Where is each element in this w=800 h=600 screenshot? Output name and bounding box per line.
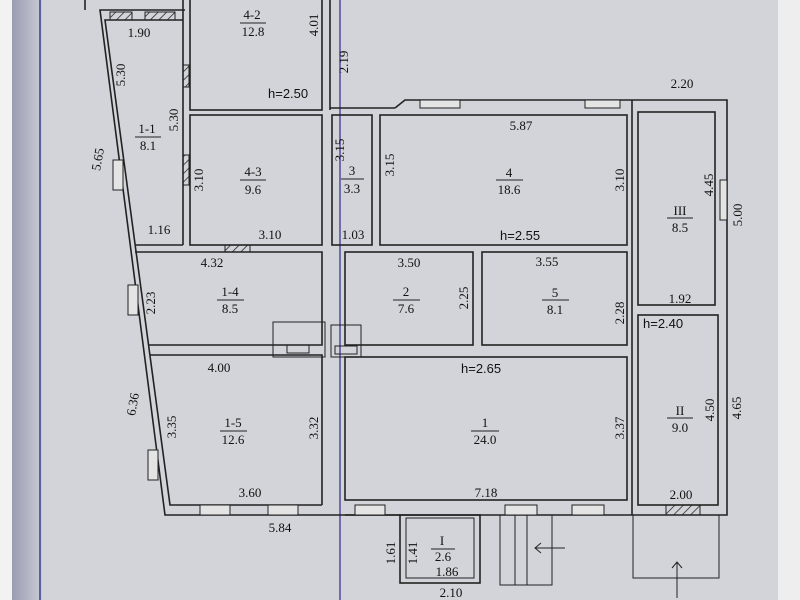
room-1-4: 1-48.5 [217, 284, 244, 316]
label: 7.18 [475, 485, 498, 500]
room-1-1: 1-18.1 [135, 121, 161, 153]
label: 18.6 [498, 182, 521, 197]
room-II: II 9.0 [667, 403, 693, 435]
label: h=2.40 [643, 316, 683, 331]
label: h=2.55 [500, 228, 540, 243]
label: 2.00 [670, 487, 693, 502]
label: 3.55 [536, 254, 559, 269]
label: 4.65 [729, 397, 744, 420]
label: 1.92 [669, 291, 692, 306]
label: 9.6 [245, 182, 262, 197]
label: 5.65 [88, 147, 107, 172]
entrance-arrows [534, 542, 683, 598]
label: 5.30 [166, 109, 181, 132]
room-5: 58.1 [542, 285, 569, 317]
room-3: 33.3 [341, 163, 364, 196]
label: 2.10 [440, 585, 463, 600]
label: 8.5 [222, 301, 238, 316]
label: 3.50 [398, 255, 421, 270]
label: III [674, 203, 687, 218]
label: 1.90 [128, 25, 151, 40]
label: h=2.50 [268, 86, 308, 101]
label: 1.16 [148, 222, 171, 237]
label: 1.03 [342, 227, 365, 242]
walls [84, 0, 728, 586]
room-4-3: 4-39.6 [240, 164, 266, 197]
label: 3.10 [191, 169, 206, 192]
label: 1-5 [224, 415, 241, 430]
label: II [676, 403, 685, 418]
label: 8.1 [547, 302, 563, 317]
label: 12.8 [242, 24, 265, 39]
label: 6.36 [123, 391, 142, 417]
scan-edge-right [778, 0, 800, 600]
label: 1-4 [221, 284, 239, 299]
label: 1-1 [138, 121, 155, 136]
label: 24.0 [474, 432, 497, 447]
label: 4.45 [701, 174, 716, 197]
label: 3.10 [259, 227, 282, 242]
label: 12.6 [222, 432, 245, 447]
room-2: 27.6 [393, 284, 420, 316]
label: h=2.65 [461, 361, 501, 376]
label: 4 [506, 165, 513, 180]
room-4-2: 4-2 12.8 [240, 7, 266, 39]
room-1: 124.0 [471, 415, 499, 447]
label: 5 [552, 285, 559, 300]
label: 7.6 [398, 301, 415, 316]
label: 5.87 [510, 118, 533, 133]
label: 4.50 [702, 399, 717, 422]
label: 9.0 [672, 420, 688, 435]
room-1-5: 1-5 12.6 [220, 415, 247, 447]
scan-edge-left [0, 0, 12, 600]
label: 3.10 [612, 169, 627, 192]
ceiling-heights: h=2.50 h=2.55 h=2.40 h=2.65 [268, 86, 683, 376]
label: 3 [349, 163, 356, 178]
room-III: III 8.5 [667, 203, 693, 235]
label: 3.15 [332, 139, 347, 162]
label: 4.00 [208, 360, 231, 375]
stoves [272, 321, 362, 358]
room-labels: 4-212.8 1-18.1 4-39.6 33.3 418.6 III8.5 … [135, 7, 693, 564]
label: 8.1 [140, 138, 156, 153]
label: 4.32 [201, 255, 224, 270]
label: 3.15 [382, 154, 397, 177]
label: 2.23 [143, 292, 158, 315]
label: 3.60 [239, 485, 262, 500]
label: 5.30 [113, 64, 128, 87]
label: 1.61 [383, 542, 398, 565]
label: 2.25 [456, 287, 471, 310]
label: 2.19 [336, 51, 351, 74]
label: 2.6 [435, 549, 452, 564]
label: 8.5 [672, 220, 688, 235]
label: 2.28 [612, 302, 627, 325]
label: 3.37 [612, 416, 627, 439]
room-4: 418.6 [496, 165, 523, 197]
dimension-labels: 1.90 5.30 5.30 4.01 2.19 5.65 3.10 3.10 … [88, 14, 745, 600]
windows [109, 11, 728, 516]
room-I: I2.6 [431, 533, 455, 564]
label: 3.3 [344, 181, 360, 196]
label: 3.35 [164, 416, 179, 439]
label: 4-2 [243, 7, 260, 22]
label: 2.20 [671, 76, 694, 91]
label: 1.41 [405, 542, 420, 565]
label: 1.86 [436, 564, 459, 579]
label: 5.84 [269, 520, 292, 535]
label: 3.32 [306, 417, 321, 440]
label: 5.00 [730, 204, 745, 227]
label: 4.01 [306, 14, 321, 37]
label: I [440, 533, 444, 548]
label: 4-3 [244, 164, 261, 179]
label: 1 [482, 415, 489, 430]
label: 2 [403, 284, 410, 299]
scan-shadow [12, 0, 42, 600]
